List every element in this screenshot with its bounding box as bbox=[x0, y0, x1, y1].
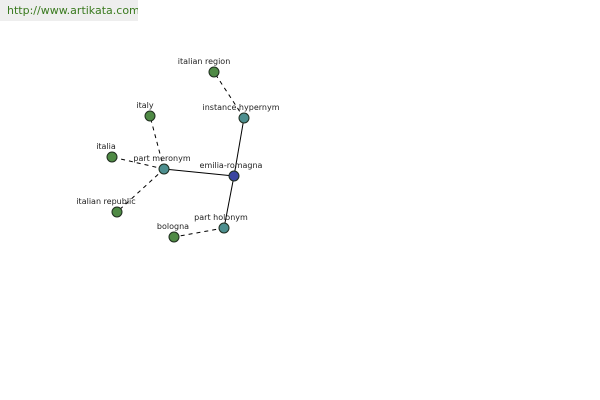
label-italy: italy bbox=[136, 101, 153, 110]
edge-instance-hypernym-to-italian-region bbox=[213, 71, 245, 119]
label-emilia-romagna: emilia-romagna bbox=[200, 161, 263, 170]
label-italian-republic: italian republic bbox=[76, 197, 135, 206]
graph-labels: emilia-romagna instance hypernym part mero… bbox=[76, 57, 279, 231]
label-italia: italia bbox=[96, 142, 116, 151]
label-part-holonym: part holonym bbox=[194, 213, 248, 222]
site-url-link[interactable]: http://www.artikata.com bbox=[7, 4, 138, 17]
graph-nodes bbox=[106, 66, 250, 243]
label-bologna: bologna bbox=[157, 222, 189, 231]
node-italy[interactable] bbox=[144, 110, 156, 122]
edge-part-meronym-to-italy bbox=[149, 115, 165, 170]
node-italian-republic[interactable] bbox=[111, 206, 123, 218]
node-italian-region[interactable] bbox=[208, 66, 220, 78]
url-bar: http://www.artikata.com bbox=[0, 0, 138, 21]
edge-emilia-romagna-to-part-meronym bbox=[163, 168, 235, 177]
edge-part-meronym-to-italian-republic bbox=[116, 168, 165, 213]
node-emilia-romagna[interactable] bbox=[228, 170, 240, 182]
edge-part-holonym-to-bologna bbox=[173, 227, 225, 238]
node-italia[interactable] bbox=[106, 151, 118, 163]
edge-emilia-romagna-to-part-holonym bbox=[223, 175, 235, 229]
label-italian-region: italian region bbox=[178, 57, 231, 66]
node-part-meronym[interactable] bbox=[158, 163, 170, 175]
label-instance-hypernym: instance hypernym bbox=[203, 103, 280, 112]
edge-part-meronym-to-italia bbox=[111, 156, 165, 170]
node-bologna[interactable] bbox=[168, 231, 180, 243]
node-part-holonym[interactable] bbox=[218, 222, 230, 234]
edge-emilia-romagna-to-instance-hypernym bbox=[233, 117, 245, 177]
graph-edges bbox=[111, 71, 245, 238]
node-instance-hypernym[interactable] bbox=[238, 112, 250, 124]
label-part-meronym: part meronym bbox=[133, 154, 190, 163]
